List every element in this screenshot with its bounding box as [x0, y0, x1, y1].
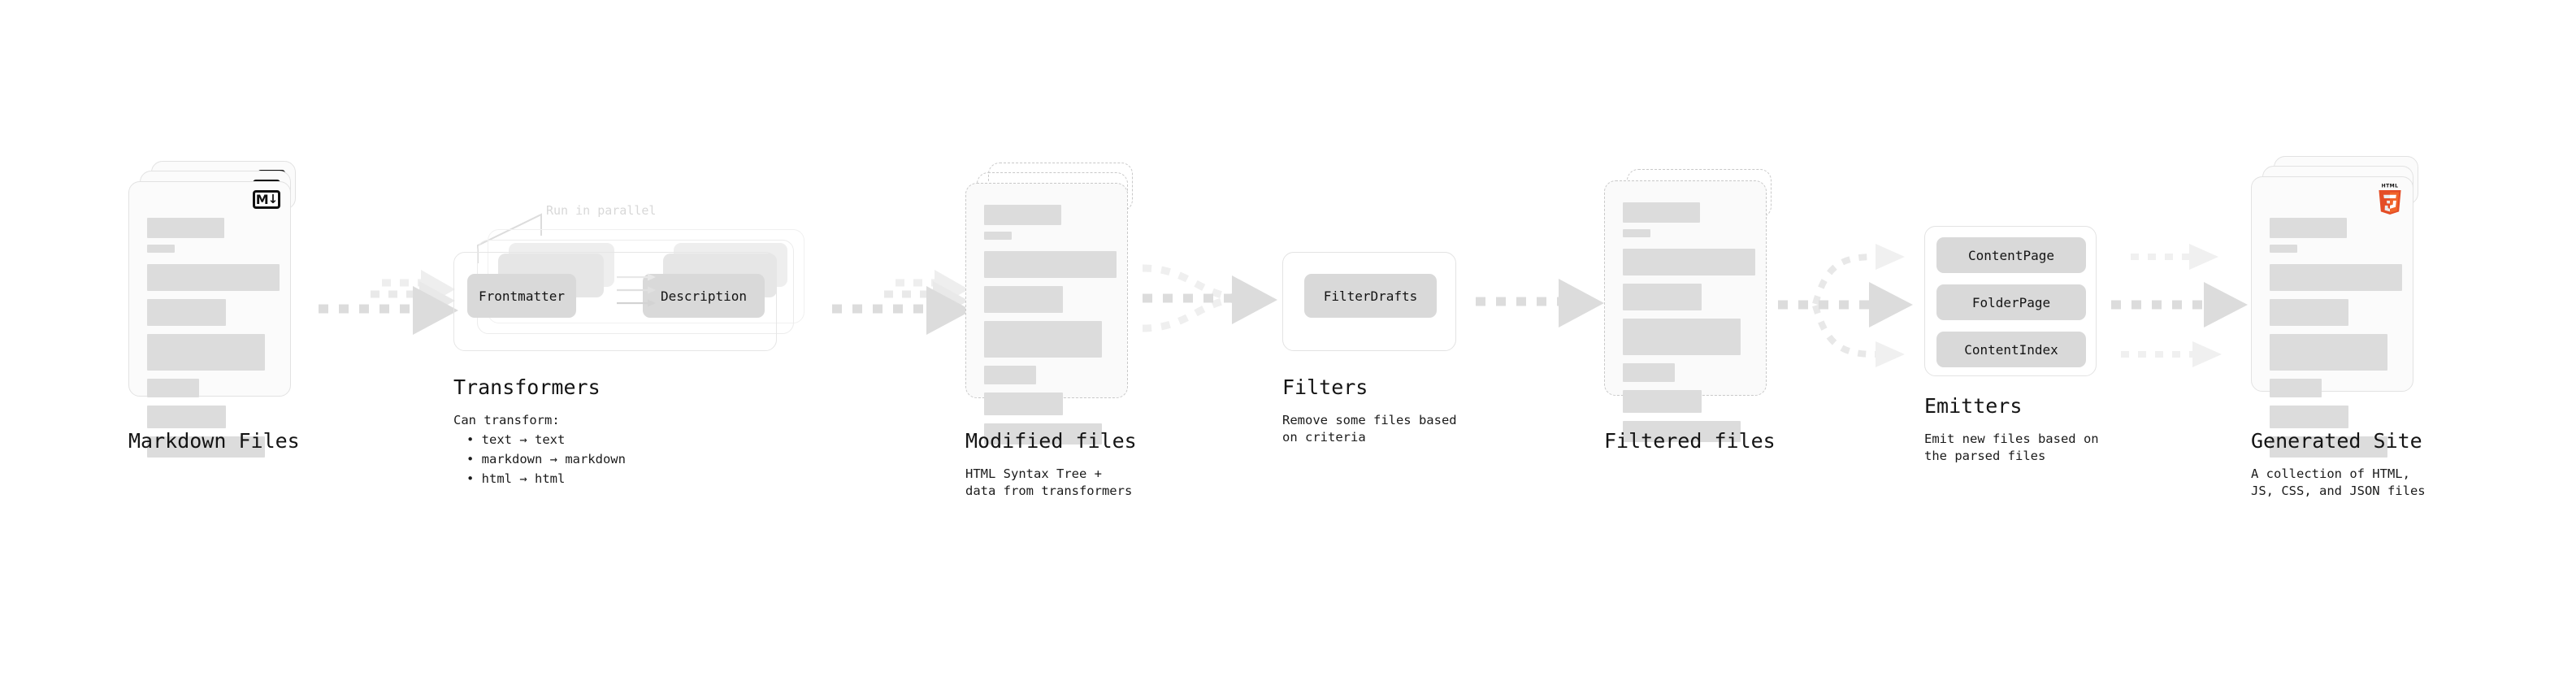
filtered-file-card-front [1604, 180, 1767, 442]
transformers-subtitle-item-0: • text → text [466, 432, 566, 447]
document-placeholder-bar [147, 218, 224, 238]
document-placeholder-bar [1623, 284, 1702, 310]
document-placeholder-bar [2270, 264, 2402, 291]
generated-site-card-front: HTML [2251, 176, 2413, 458]
filters-group: FilterDrafts [1282, 252, 1456, 351]
modified-file-card-front [965, 183, 1128, 445]
emitter-pill-contentindex[interactable]: ContentIndex [1936, 332, 2086, 367]
arrow-filters-to-filtered [1471, 279, 1609, 349]
emitters-subtitle: Emit new files based on the parsed files [1924, 432, 2099, 463]
document-placeholder-bar [1623, 319, 1741, 355]
document-placeholder-bar [984, 321, 1102, 358]
transformers-caption: Transformers Can transform: • text → tex… [453, 375, 626, 488]
document-placeholder-bar [984, 393, 1063, 415]
markdown-files-caption: Markdown Files [128, 429, 300, 453]
emitter-pill-contentpage[interactable]: ContentPage [1936, 237, 2086, 273]
generated-site-caption: Generated Site A collection of HTML, JS,… [2251, 429, 2426, 500]
document-placeholder-bar [2270, 334, 2387, 371]
markdown-files-card-stack: M↓ M↓ M↓ [128, 161, 299, 458]
document-placeholder-bar [2270, 299, 2348, 326]
transformers-title: Transformers [453, 375, 601, 399]
svg-text:HTML: HTML [2382, 183, 2399, 189]
markdown-icon: M↓ [253, 190, 280, 209]
document-placeholder-bar [147, 299, 226, 326]
transformer-inner-arrows [617, 271, 666, 319]
document-placeholder-bar [984, 251, 1117, 278]
filtered-files-caption: Filtered files [1604, 429, 1776, 453]
markdown-files-title: Markdown Files [128, 429, 300, 453]
document-placeholder-bar [147, 264, 280, 291]
arrow-markdown-to-transformers [307, 268, 462, 358]
filtered-files-card-stack [1604, 169, 1775, 442]
transformer-pill-frontmatter[interactable]: Frontmatter [467, 274, 576, 318]
document-placeholder-bar [2270, 379, 2322, 397]
transformers-subtitle-item-2: • html → html [466, 471, 566, 486]
arrow-filtered-to-emitters [1776, 231, 1939, 377]
generated-site-card-stack: CSS HTML [2251, 156, 2422, 458]
modified-files-title: Modified files [965, 429, 1137, 453]
document-placeholder-bar [984, 423, 1102, 445]
document-placeholder-bars [1623, 202, 1755, 442]
modified-files-subtitle: HTML Syntax Tree + data from transformer… [965, 466, 1133, 498]
run-in-parallel-bracket [471, 202, 577, 263]
document-placeholder-bar [2270, 218, 2347, 238]
emitters-group: ContentPage FolderPage ContentIndex [1924, 226, 2097, 376]
modified-files-card-stack [965, 163, 1136, 445]
document-placeholder-bar [1623, 421, 1741, 442]
document-placeholder-bar [1623, 229, 1650, 237]
document-placeholder-bar [1623, 249, 1755, 275]
modified-files-caption: Modified files HTML Syntax Tree + data f… [965, 429, 1137, 500]
document-placeholder-bar [2270, 436, 2387, 458]
emitters-caption: Emitters Emit new files based on the par… [1924, 394, 2099, 465]
document-placeholder-bar [984, 232, 1012, 240]
document-placeholder-bar [1623, 202, 1700, 223]
document-placeholder-bar [1623, 363, 1675, 382]
document-placeholder-bars [2270, 218, 2402, 458]
document-placeholder-bar [147, 245, 175, 253]
document-placeholder-bars [984, 205, 1117, 445]
arrow-emitters-to-site [2111, 231, 2274, 377]
document-placeholder-bar [147, 334, 265, 371]
filters-title: Filters [1282, 375, 1368, 399]
document-placeholder-bar [2270, 245, 2297, 253]
transformer-group-front: Frontmatter Description [453, 252, 777, 351]
generated-site-title: Generated Site [2251, 429, 2422, 453]
document-placeholder-bar [984, 286, 1063, 313]
transformers-subtitle-item-1: • markdown → markdown [466, 452, 626, 466]
filters-caption: Filters Remove some files based on crite… [1282, 375, 1457, 446]
document-placeholder-bar [1623, 390, 1702, 413]
document-placeholder-bar [2270, 406, 2348, 428]
transformers-subtitle: Can transform: • text → text • markdown … [453, 410, 626, 488]
emitter-pill-folderpage[interactable]: FolderPage [1936, 284, 2086, 320]
arrow-modified-to-filters [1138, 257, 1292, 362]
document-placeholder-bar [147, 379, 199, 397]
filter-pill-filterdrafts[interactable]: FilterDrafts [1304, 274, 1437, 318]
run-in-parallel-label: Run in parallel [546, 203, 657, 218]
transformers-subtitle-heading: Can transform: [453, 413, 560, 427]
html5-icon: HTML [2375, 182, 2405, 215]
arrow-transformers-to-modified [821, 268, 975, 358]
document-placeholder-bar [147, 406, 226, 428]
filtered-files-title: Filtered files [1604, 429, 1776, 453]
markdown-file-card-front: M↓ [128, 181, 291, 458]
generated-site-subtitle: A collection of HTML, JS, CSS, and JSON … [2251, 466, 2426, 498]
document-placeholder-bar [147, 436, 265, 458]
transformer-pill-description[interactable]: Description [643, 274, 765, 318]
emitters-title: Emitters [1924, 394, 2023, 418]
document-placeholder-bars [147, 218, 280, 458]
document-placeholder-bar [984, 366, 1036, 384]
document-placeholder-bar [984, 205, 1061, 225]
filters-subtitle: Remove some files based on criteria [1282, 413, 1457, 445]
